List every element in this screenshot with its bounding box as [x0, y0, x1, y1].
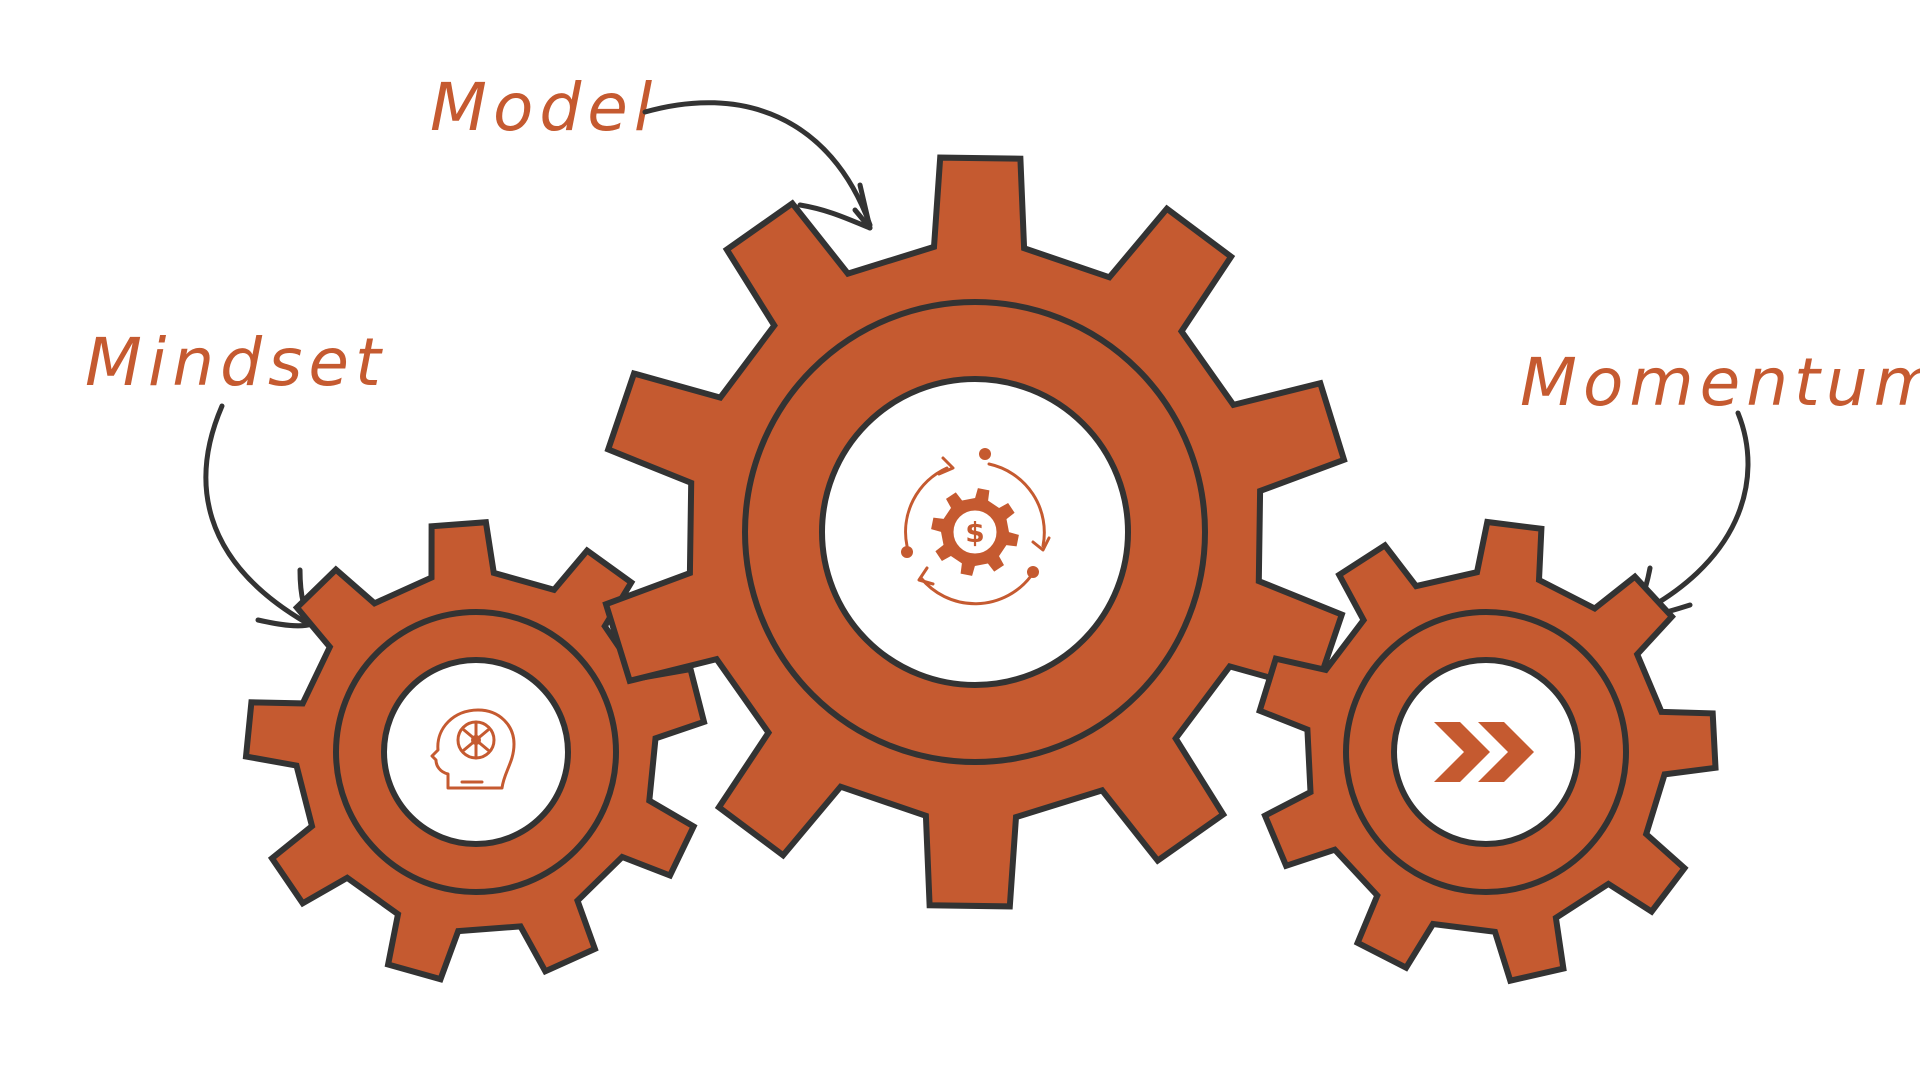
gear-mindset	[242, 518, 708, 983]
head-brain-icon	[430, 708, 516, 790]
gear-model: $	[602, 154, 1348, 910]
gear-momentum	[1256, 518, 1719, 985]
label-model: Model	[430, 69, 658, 146]
svg-text:$: $	[965, 516, 984, 549]
double-chevron-right-icon	[1434, 722, 1534, 782]
arrow-model	[642, 100, 873, 231]
label-mindset: Mindset	[85, 324, 387, 401]
cycle-gear-dollar-icon: $	[901, 448, 1051, 606]
label-momentum: Momentum	[1520, 344, 1920, 421]
arrow-mindset	[203, 403, 315, 629]
